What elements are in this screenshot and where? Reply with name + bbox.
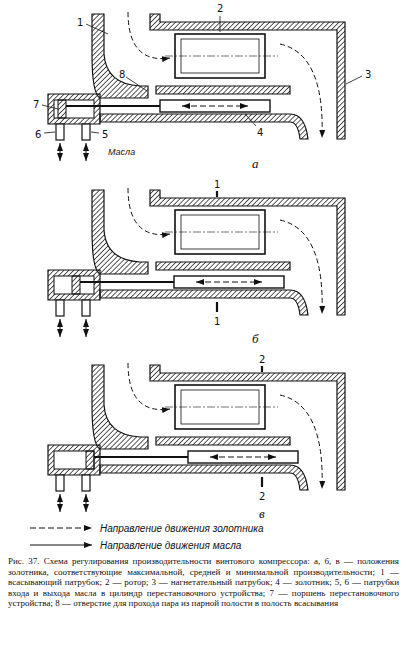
section-mark [216, 191, 218, 197]
position-letter: а [252, 157, 259, 171]
oil-pipe [82, 124, 90, 140]
oil-pipe [56, 300, 64, 316]
leader-line [44, 132, 55, 133]
housing-wall [156, 86, 290, 94]
slide-valve [160, 100, 270, 112]
section-label: 1 [214, 179, 220, 190]
housing-wall [92, 365, 148, 449]
oil-pipe [82, 475, 90, 491]
section-label: 1 [214, 316, 220, 327]
housing-wall [48, 94, 100, 124]
position-letter: б [252, 332, 259, 346]
suction-flow-arrow [128, 363, 170, 410]
piston-rod [66, 105, 160, 107]
oil-flow-arrow [60, 494, 61, 512]
compressor-section [42, 12, 362, 161]
compressor-section [48, 188, 345, 337]
callout-number: 1 [77, 17, 83, 28]
cylinder-bore [54, 451, 94, 469]
discharge-flow-arrow [280, 44, 322, 138]
valve-motion-arrow [210, 457, 276, 458]
housing-wall [100, 114, 308, 139]
leader-line [126, 77, 147, 91]
slide-valve [174, 276, 284, 288]
axis-line [165, 56, 278, 57]
oil-flow-arrow [86, 319, 87, 337]
piston [58, 100, 66, 118]
housing-wall [100, 290, 308, 315]
housing-wall [92, 190, 148, 274]
housing-wall [100, 465, 308, 490]
flow-label: Масла [108, 148, 135, 158]
figure-caption: Рис. 37. Схема регулирования производите… [8, 556, 399, 609]
suction-flow-arrow [128, 188, 170, 235]
legend-text: Направление движения масла [100, 540, 241, 551]
compressor-section [48, 363, 345, 512]
discharge-flow-arrow [280, 395, 322, 489]
legend-sample [30, 528, 92, 529]
oil-pipe [82, 300, 90, 316]
housing-wall [92, 14, 148, 98]
leader-line [220, 16, 221, 32]
valve-motion-arrow [182, 106, 248, 107]
piston-rod [80, 281, 174, 283]
legend-text: Направление движения золотника [100, 523, 263, 534]
housing-wall [48, 270, 100, 300]
oil-flow-arrow [86, 143, 87, 161]
valve-motion-arrow [196, 282, 262, 283]
suction-flow-arrow [128, 12, 170, 59]
callout-number: 5 [102, 129, 108, 140]
oil-flow-arrow [60, 143, 61, 161]
rotor-inner [181, 39, 259, 73]
position-letter: в [259, 507, 265, 521]
rotor-inner [181, 390, 259, 424]
housing-wall [48, 445, 100, 475]
section-mark [216, 302, 218, 312]
oil-flow-arrow [60, 319, 61, 337]
oil-flow-arrow [86, 494, 87, 512]
axis-line [165, 232, 278, 233]
callout-number: 6 [35, 129, 41, 140]
leader-line [42, 105, 58, 109]
leader-line [91, 132, 99, 133]
cylinder-bore [54, 100, 94, 118]
axis-line [165, 407, 278, 408]
piston [72, 276, 80, 294]
callout-number: 7 [33, 99, 39, 110]
section-label: 2 [259, 491, 265, 502]
callout-number: 8 [119, 69, 125, 80]
leader-line [245, 114, 256, 126]
piston-rod [94, 456, 188, 458]
housing-wall [156, 262, 290, 270]
leader-line [346, 76, 362, 84]
legend-sample [30, 545, 92, 546]
cylinder-bore [54, 276, 94, 294]
oil-pipe [56, 124, 64, 140]
section-label: 2 [259, 354, 265, 365]
section-mark [261, 477, 263, 487]
callout-number: 4 [257, 127, 263, 138]
section-mark [261, 366, 263, 372]
housing-wall [156, 437, 290, 445]
rotor-inner [181, 215, 259, 249]
oil-pipe [56, 475, 64, 491]
callout-number: 3 [365, 69, 371, 80]
leader-line [86, 24, 108, 34]
piston [86, 451, 94, 469]
discharge-flow-arrow [280, 220, 322, 314]
slide-valve [188, 451, 298, 463]
callout-number: 2 [217, 3, 223, 14]
